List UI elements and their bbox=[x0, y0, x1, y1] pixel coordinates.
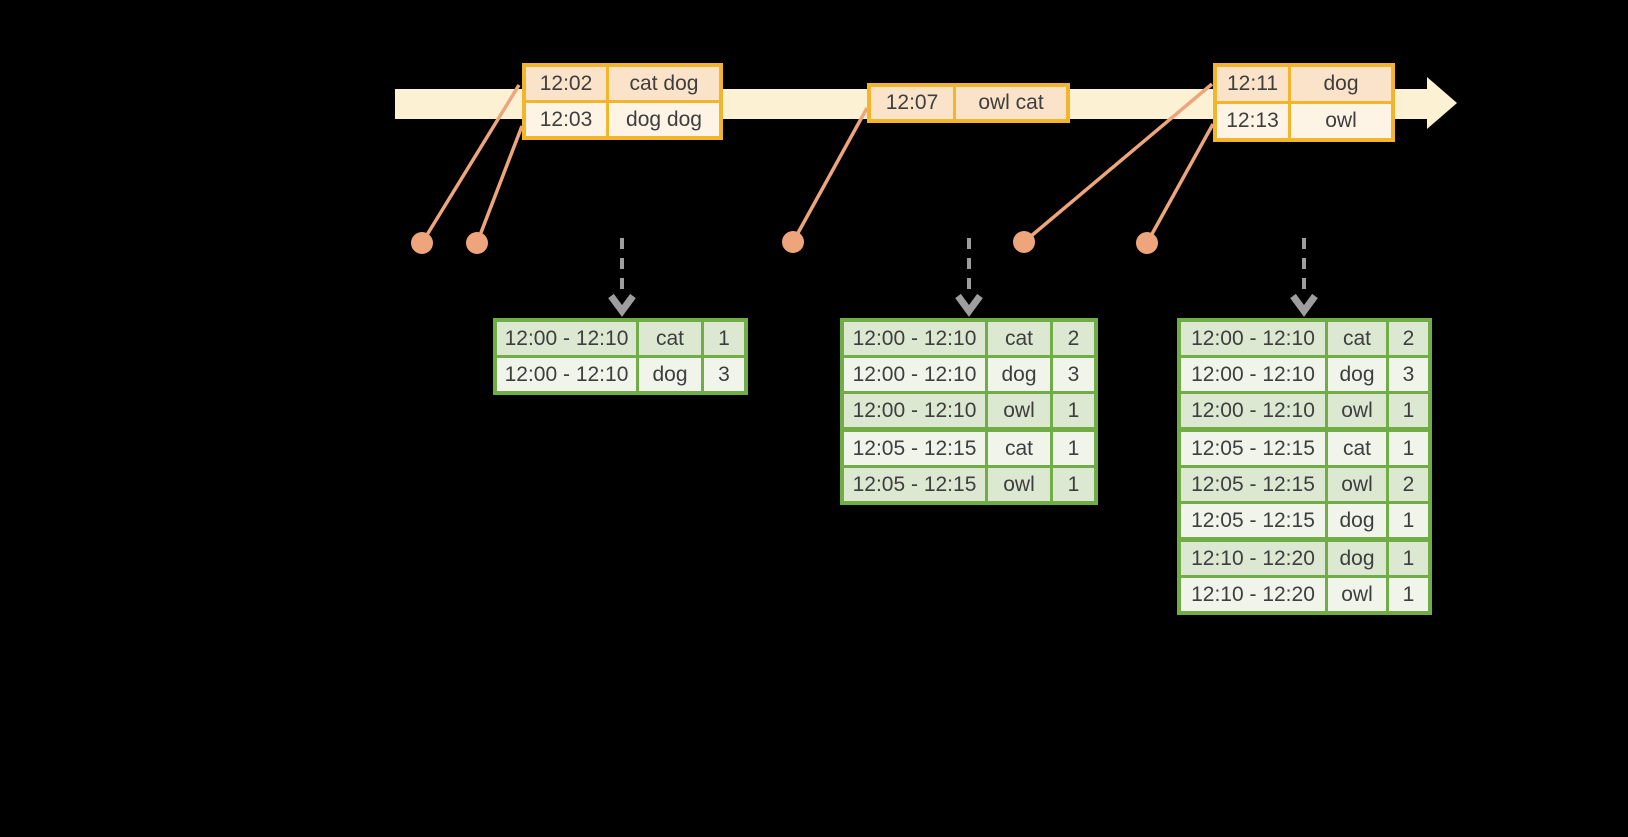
word-cell: owl bbox=[988, 394, 1050, 427]
event-table-2: 12:07 owl cat bbox=[867, 83, 1070, 123]
trigger-arrowhead-icon bbox=[1290, 293, 1318, 317]
table-row: 12:05 - 12:15 owl 2 bbox=[1181, 468, 1428, 501]
count-cell: 1 bbox=[1389, 394, 1428, 427]
table-row: 12:00 - 12:10 cat 2 bbox=[1181, 322, 1428, 355]
result-table-3: 12:00 - 12:10 cat 2 12:00 - 12:10 dog 3 … bbox=[1177, 318, 1432, 615]
event-words-cell: dog dog bbox=[609, 103, 719, 136]
table-row: 12:05 - 12:15 dog 1 bbox=[1181, 504, 1428, 537]
trigger-arrowhead-icon bbox=[608, 293, 636, 317]
event-time-cell: 12:11 bbox=[1217, 67, 1288, 101]
window-cell: 12:00 - 12:10 bbox=[1181, 358, 1325, 391]
event-dot bbox=[782, 231, 804, 253]
table-row: 12:10 - 12:20 dog 1 bbox=[1181, 542, 1428, 575]
word-cell: dog bbox=[1328, 542, 1386, 575]
result-table-1: 12:00 - 12:10 cat 1 12:00 - 12:10 dog 3 bbox=[493, 318, 748, 395]
window-cell: 12:00 - 12:10 bbox=[1181, 394, 1325, 427]
word-cell: owl bbox=[1328, 394, 1386, 427]
word-cell: owl bbox=[988, 468, 1050, 501]
event-words-cell: cat dog bbox=[609, 67, 719, 100]
count-cell: 2 bbox=[1389, 468, 1428, 501]
count-cell: 1 bbox=[1389, 542, 1428, 575]
window-cell: 12:10 - 12:20 bbox=[1181, 542, 1325, 575]
event-dot bbox=[1013, 231, 1035, 253]
event-connector-line bbox=[1145, 123, 1215, 244]
event-words-cell: dog bbox=[1291, 67, 1391, 101]
count-cell: 3 bbox=[704, 358, 744, 391]
count-cell: 1 bbox=[1053, 468, 1094, 501]
event-dot bbox=[1136, 232, 1158, 254]
word-cell: cat bbox=[1328, 432, 1386, 465]
timeline-arrowhead-icon bbox=[1427, 77, 1457, 129]
window-cell: 12:10 - 12:20 bbox=[1181, 578, 1325, 611]
table-row: 12:05 - 12:15 cat 1 bbox=[1181, 432, 1428, 465]
word-cell: dog bbox=[1328, 358, 1386, 391]
table-row: 12:05 - 12:15 owl 1 bbox=[844, 468, 1094, 501]
count-cell: 2 bbox=[1053, 322, 1094, 355]
window-cell: 12:05 - 12:15 bbox=[844, 432, 985, 465]
table-row: 12:00 - 12:10 cat 2 bbox=[844, 322, 1094, 355]
word-cell: dog bbox=[1328, 504, 1386, 537]
count-cell: 3 bbox=[1389, 358, 1428, 391]
window-cell: 12:05 - 12:15 bbox=[844, 468, 985, 501]
event-words-cell: owl cat bbox=[956, 87, 1066, 119]
event-table-1: 12:02 cat dog 12:03 dog dog bbox=[522, 63, 723, 140]
table-row: 12:05 - 12:15 cat 1 bbox=[844, 432, 1094, 465]
window-cell: 12:00 - 12:10 bbox=[844, 394, 985, 427]
count-cell: 1 bbox=[1389, 578, 1428, 611]
window-cell: 12:00 - 12:10 bbox=[1181, 322, 1325, 355]
table-row: 12:00 - 12:10 owl 1 bbox=[1181, 394, 1428, 427]
table-row: 12:00 - 12:10 cat 1 bbox=[497, 322, 744, 355]
word-cell: cat bbox=[988, 432, 1050, 465]
event-table-3: 12:11 dog 12:13 owl bbox=[1213, 63, 1395, 142]
count-cell: 1 bbox=[1389, 504, 1428, 537]
word-cell: dog bbox=[639, 358, 701, 391]
event-time-cell: 12:07 bbox=[871, 87, 953, 119]
window-cell: 12:00 - 12:10 bbox=[497, 322, 636, 355]
count-cell: 1 bbox=[1389, 432, 1428, 465]
table-row: 12:00 - 12:10 dog 3 bbox=[497, 358, 744, 391]
trigger-arrowhead-icon bbox=[955, 293, 983, 317]
count-cell: 1 bbox=[704, 322, 744, 355]
event-dot bbox=[411, 232, 433, 254]
event-connector-line bbox=[475, 125, 524, 244]
event-connector-line bbox=[420, 84, 521, 244]
table-row: 12:10 - 12:20 owl 1 bbox=[1181, 578, 1428, 611]
window-cell: 12:00 - 12:10 bbox=[497, 358, 636, 391]
table-row: 12:00 - 12:10 dog 3 bbox=[844, 358, 1094, 391]
event-connector-line bbox=[791, 107, 869, 243]
table-row: 12:00 - 12:10 owl 1 bbox=[844, 394, 1094, 427]
word-cell: owl bbox=[1328, 468, 1386, 501]
window-cell: 12:05 - 12:15 bbox=[1181, 504, 1325, 537]
window-cell: 12:05 - 12:15 bbox=[1181, 468, 1325, 501]
result-table-2: 12:00 - 12:10 cat 2 12:00 - 12:10 dog 3 … bbox=[840, 318, 1098, 505]
event-dot bbox=[466, 232, 488, 254]
event-time-cell: 12:03 bbox=[526, 103, 606, 136]
event-connector-line bbox=[1022, 82, 1214, 244]
word-cell: dog bbox=[988, 358, 1050, 391]
window-cell: 12:00 - 12:10 bbox=[844, 322, 985, 355]
count-cell: 1 bbox=[1053, 432, 1094, 465]
count-cell: 3 bbox=[1053, 358, 1094, 391]
word-cell: cat bbox=[639, 322, 701, 355]
window-cell: 12:05 - 12:15 bbox=[1181, 432, 1325, 465]
event-time-cell: 12:13 bbox=[1217, 104, 1288, 138]
table-row: 12:00 - 12:10 dog 3 bbox=[1181, 358, 1428, 391]
word-cell: cat bbox=[988, 322, 1050, 355]
event-time-cell: 12:02 bbox=[526, 67, 606, 100]
window-cell: 12:00 - 12:10 bbox=[844, 358, 985, 391]
count-cell: 2 bbox=[1389, 322, 1428, 355]
count-cell: 1 bbox=[1053, 394, 1094, 427]
word-cell: owl bbox=[1328, 578, 1386, 611]
event-words-cell: owl bbox=[1291, 104, 1391, 138]
word-cell: cat bbox=[1328, 322, 1386, 355]
